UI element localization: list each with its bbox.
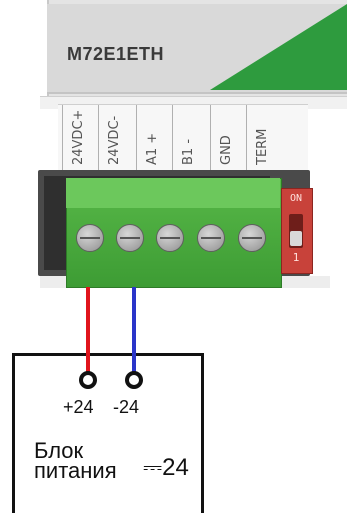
terminal-screw-24vdc-minus[interactable]	[116, 224, 144, 252]
terminal-screw-a1-plus[interactable]	[156, 224, 184, 252]
psu-voltage-label: ⎓24	[143, 454, 189, 481]
dip-switch-on-label: ON	[289, 193, 303, 204]
device-model-label: M72E1ETH	[67, 44, 165, 64]
psu-name-line2: питания	[34, 458, 117, 483]
terminal-screw-gnd[interactable]	[238, 224, 266, 252]
terminal-label-b1-minus: B1 -	[172, 105, 203, 171]
accent-triangle-shape	[210, 4, 347, 90]
terminal-screw-24vdc-plus[interactable]	[76, 224, 104, 252]
psu-positive-terminal-icon	[79, 371, 97, 389]
terminal-label-24vdc-plus: 24VDC+	[62, 105, 93, 171]
dip-switch-position-label: 1	[292, 251, 300, 264]
psu-negative-terminal-icon	[125, 371, 143, 389]
terminal-label-term: TERM	[246, 105, 277, 171]
terminal-block-top-ridge	[66, 178, 280, 208]
psu-minus-terminal-label: -24	[113, 397, 140, 417]
terminal-label-a1-plus: A1 +	[136, 105, 167, 171]
power-supply-box	[12, 353, 204, 513]
terminal-screw-b1-minus[interactable]	[197, 224, 225, 252]
psu-plus-terminal-label: +24	[63, 397, 94, 417]
dip-switch-knob[interactable]	[290, 231, 302, 246]
psu-name-line1: Блок	[34, 438, 84, 463]
terminal-label-gnd: GND	[210, 105, 241, 171]
brand-accent-triangle	[196, 4, 347, 90]
terminal-labels-strip: 24VDC+ 24VDC- A1 + B1 - GND TERM	[58, 104, 308, 171]
terminal-label-24vdc-minus: 24VDC-	[98, 105, 129, 171]
